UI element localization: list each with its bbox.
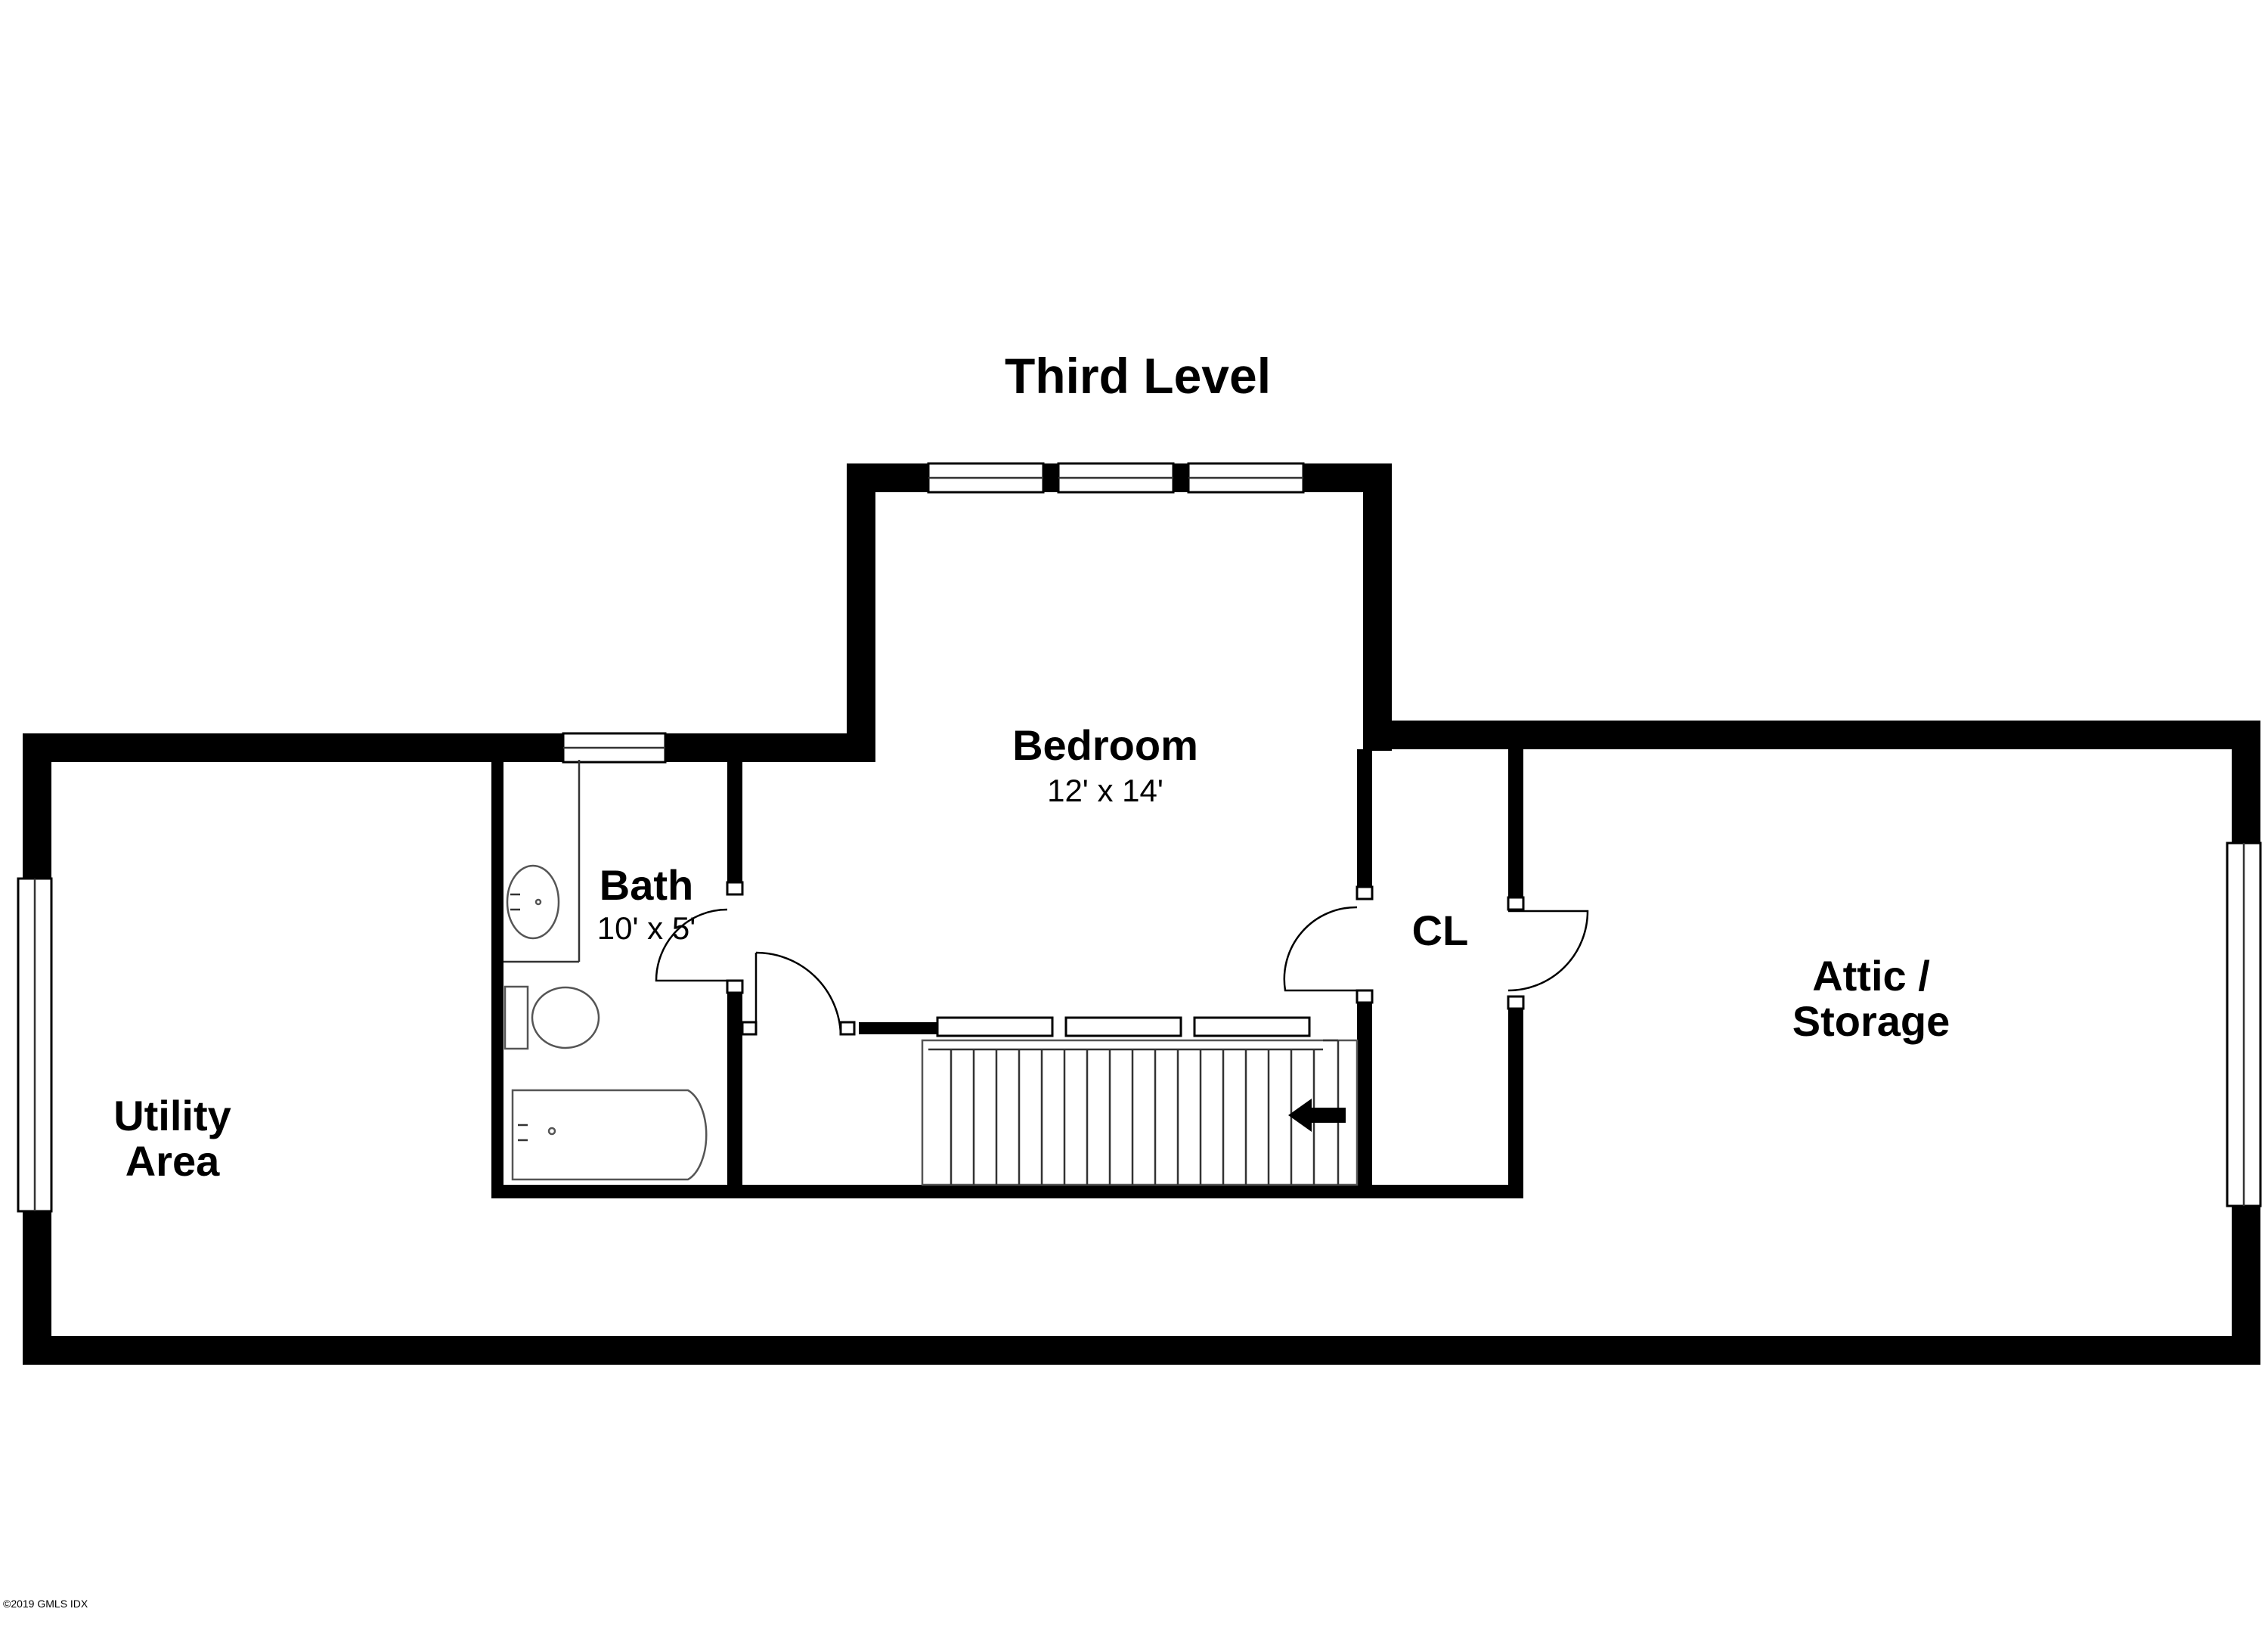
closet-label: CL (1412, 907, 1469, 954)
core-bottom-wall (491, 1185, 1523, 1198)
windows (17, 462, 2262, 1213)
stair-rail-2 (1064, 1016, 1182, 1037)
utility-bath-wall (491, 760, 503, 1198)
bath-label: Bath (600, 861, 693, 909)
utility-label-line2: Area (125, 1137, 220, 1185)
closet-right-upper-wall (1508, 749, 1523, 897)
exterior-walls (23, 463, 2260, 1365)
bedroom-label: Bedroom (1012, 721, 1198, 769)
sink-icon (506, 864, 560, 940)
stair-door (754, 951, 842, 1035)
attic-door (1507, 910, 1589, 992)
stairs (921, 1039, 1359, 1186)
bath-dimensions: 10' x 5' (597, 910, 696, 946)
toilet-icon (531, 986, 600, 1049)
doors (655, 881, 1589, 1036)
closet-door (1283, 906, 1358, 992)
arrow-left-icon (1288, 1099, 1346, 1132)
attic-top-wall (1363, 721, 2260, 749)
interior-walls (491, 749, 1523, 1198)
utility-top-wall (23, 733, 875, 762)
staircase (921, 1039, 1359, 1186)
stair-rail-1 (936, 1016, 1054, 1037)
closet-right-lower-wall (1508, 997, 1523, 1196)
bottom-outer-wall (23, 1336, 2260, 1365)
stair-landing-wall (859, 1022, 937, 1034)
bedroom-right-upper-wall (1363, 463, 1392, 751)
bathtub-icon (511, 1089, 708, 1181)
bath-fixtures (503, 760, 708, 1181)
bath-right-lower-wall (727, 981, 742, 1196)
bedroom-dimensions: 12' x 14' (1047, 773, 1163, 808)
closet-left-lower-wall (1357, 990, 1372, 1196)
bath-right-upper-wall (727, 760, 742, 882)
plan-title: Third Level (1005, 348, 1271, 404)
bedroom-left-upper-wall (847, 463, 875, 762)
copyright-text: ©2019 GMLS IDX (3, 1598, 88, 1610)
bath-door (655, 908, 728, 982)
attic-label-line1: Attic / (1812, 952, 1930, 1000)
utility-label-line1: Utility (113, 1092, 231, 1139)
attic-label-line2: Storage (1792, 997, 1950, 1045)
stair-rail-3 (1193, 1016, 1311, 1037)
closet-left-upper-wall (1357, 749, 1372, 887)
